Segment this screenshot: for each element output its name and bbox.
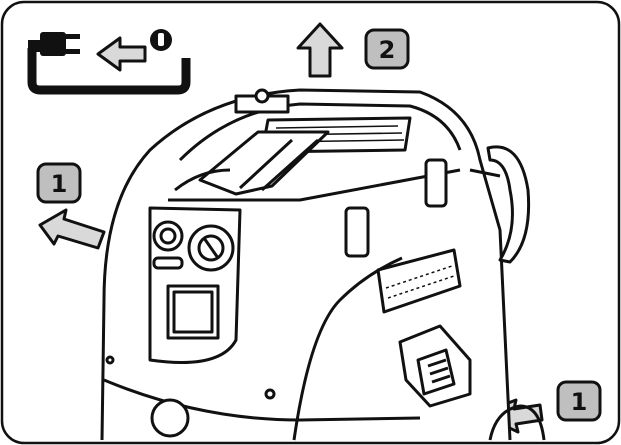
step-badge-2: 2 (366, 30, 408, 68)
step-badge-1-right: 1 (558, 382, 600, 420)
step-label-1-right: 1 (571, 388, 588, 416)
step-label-1-left: 1 (51, 170, 68, 198)
step-badge-1-left: 1 (38, 164, 80, 202)
step-label-2: 2 (379, 36, 396, 64)
